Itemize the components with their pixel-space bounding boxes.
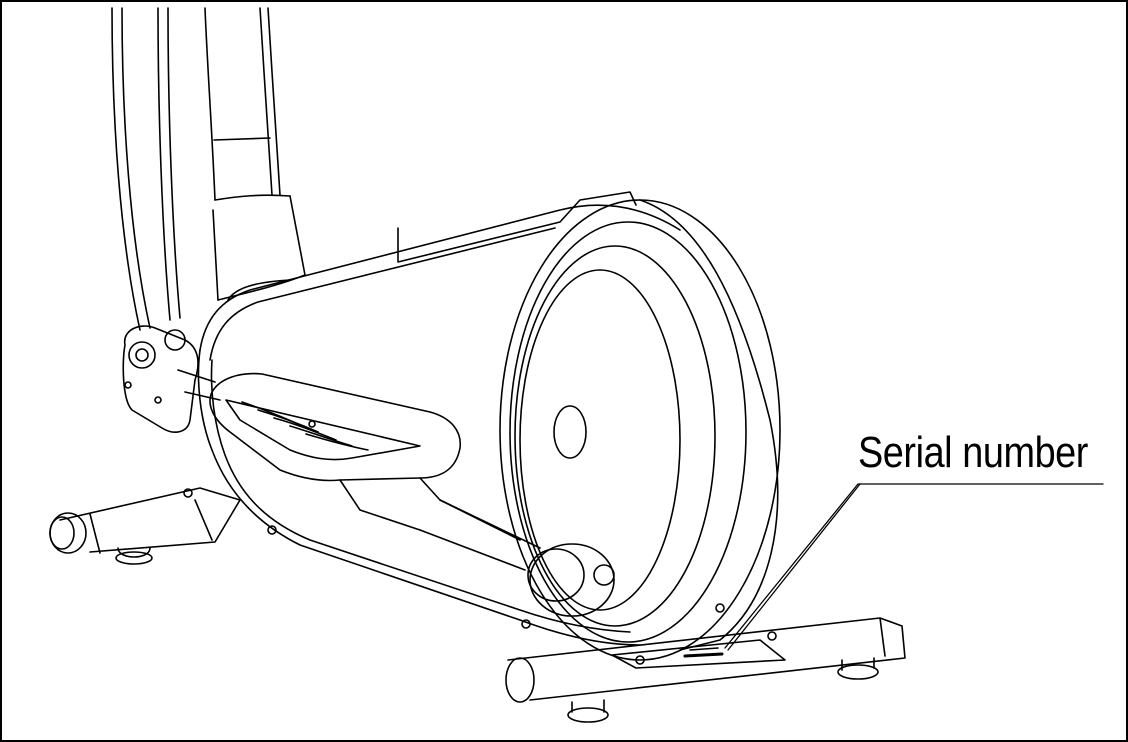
flywheel-cover — [499, 199, 781, 661]
rear-stabilizer — [505, 617, 906, 723]
serial-number-label: Serial number — [858, 428, 1088, 477]
front-stabilizer — [49, 487, 241, 565]
pivot-joint — [122, 325, 221, 433]
serial-number-leader — [724, 483, 1104, 651]
handlebar-post — [111, 7, 306, 331]
crank-arm — [419, 499, 615, 617]
foot-pedal — [209, 372, 521, 541]
